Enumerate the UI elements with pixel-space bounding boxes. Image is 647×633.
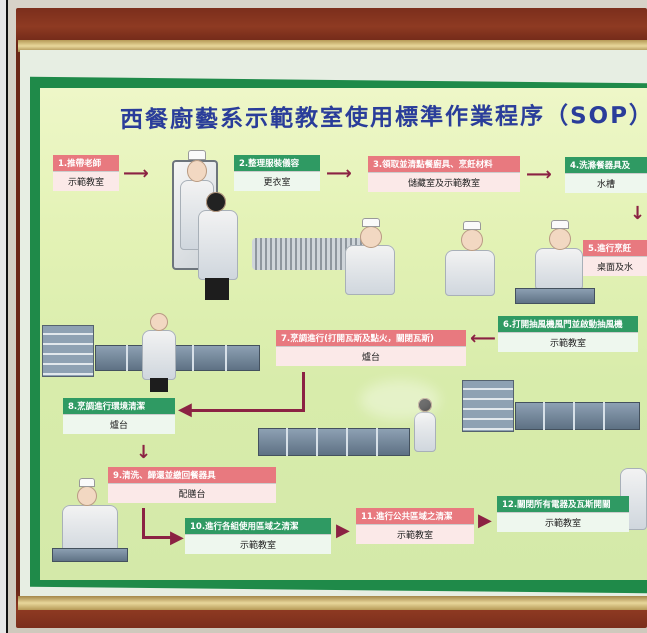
arrow-down-icon: ↓: [630, 203, 646, 224]
poster-title: 西餐廚藝系示範教室使用標準作業程序（SOP）: [119, 102, 647, 134]
connector-line: [302, 372, 305, 412]
chef-head: [418, 398, 432, 412]
step-4: 4.洗滌餐器具及 水槽: [565, 157, 647, 193]
step-7-label: 7.烹調進行(打開瓦斯及點火，關閉瓦斯): [276, 330, 466, 346]
step-10-location: 示範教室: [185, 534, 331, 554]
chef-hat: [79, 478, 95, 487]
chef-hat: [362, 218, 380, 227]
step-9-location: 配膳台: [108, 483, 276, 503]
sink-counter: [515, 288, 595, 304]
step-3: 3.領取並清點餐廚具、烹飪材料 儲藏室及示範教室: [368, 156, 520, 192]
step-5-label: 5.進行烹飪: [583, 240, 647, 256]
chef-head: [549, 228, 571, 250]
chef-hat: [188, 150, 206, 160]
step-2: 2.整理服裝儀容 更衣室: [234, 155, 320, 191]
student-legs: [205, 278, 229, 300]
step-10-label: 10.進行各組使用區域之清潔: [185, 518, 331, 534]
step-7: 7.烹調進行(打開瓦斯及點火，關閉瓦斯) 爐台: [276, 330, 466, 366]
shelf-illustration: [462, 380, 514, 432]
step-4-label: 4.洗滌餐器具及: [565, 157, 647, 173]
step-6: 6.打開抽風機風門並啟動抽風機 示範教室: [498, 316, 638, 352]
frame-gold-trim-bottom: [18, 596, 647, 610]
student-head: [206, 192, 226, 212]
counter-illustration: [95, 345, 260, 371]
left-border-line: [6, 0, 8, 633]
chef-head: [187, 160, 207, 182]
step-7-location: 爐台: [276, 346, 466, 366]
step-1-location: 示範教室: [53, 171, 119, 191]
arrow-right-icon: ⟶: [326, 163, 352, 184]
step-2-label: 2.整理服裝儀容: [234, 155, 320, 171]
chef-figure: [62, 505, 118, 555]
step-8: 8.烹調進行環境清潔 爐台: [63, 398, 175, 434]
chef-figure: [142, 330, 176, 380]
step-11: 11.進行公共區域之清潔 示範教室: [356, 508, 474, 544]
arrow-right-icon: ⟶: [526, 164, 552, 185]
arrow-left-icon: ◀: [178, 399, 192, 420]
chef-hat: [551, 220, 569, 229]
step-5: 5.進行烹飪 桌面及水: [583, 240, 647, 276]
arrow-right-icon: ▶: [478, 510, 492, 531]
camera-flash-glare: [360, 380, 440, 420]
chef-figure: [445, 250, 495, 296]
chef-head: [77, 486, 97, 506]
chef-hat: [463, 221, 481, 230]
arrow-right-icon: ▶: [336, 520, 350, 541]
step-2-location: 更衣室: [234, 171, 320, 191]
step-3-location: 儲藏室及示範教室: [368, 172, 520, 192]
step-9: 9.清洗、歸還並繳回餐器具 配膳台: [108, 467, 276, 503]
step-8-location: 爐台: [63, 414, 175, 434]
step-9-label: 9.清洗、歸還並繳回餐器具: [108, 467, 276, 483]
serving-table: [52, 548, 128, 562]
arrow-right-icon: ⟶: [123, 163, 149, 184]
chef-figure: [414, 412, 436, 452]
chef-head: [461, 229, 483, 251]
chef-head: [150, 313, 168, 331]
arrow-left-icon: ⟵: [470, 328, 496, 349]
stove-counter: [258, 428, 410, 456]
step-11-label: 11.進行公共區域之清潔: [356, 508, 474, 524]
step-3-label: 3.領取並清點餐廚具、烹飪材料: [368, 156, 520, 172]
shelf-illustration: [42, 325, 94, 377]
student-figure: [198, 210, 238, 280]
connector-line: [142, 508, 145, 538]
step-4-location: 水槽: [565, 173, 647, 193]
chef-legs: [150, 378, 168, 392]
chef-figure: [535, 248, 583, 290]
step-1: 1.推帶老師 示範教室: [53, 155, 119, 191]
chef-figure: [345, 245, 395, 295]
step-1-label: 1.推帶老師: [53, 155, 119, 171]
step-6-label: 6.打開抽風機風門並啟動抽風機: [498, 316, 638, 332]
frame-gold-trim-top: [18, 40, 647, 52]
step-11-location: 示範教室: [356, 524, 474, 544]
step-6-location: 示範教室: [498, 332, 638, 352]
step-10: 10.進行各組使用區域之清潔 示範教室: [185, 518, 331, 554]
step-5-location: 桌面及水: [583, 256, 647, 276]
step-12: 12.關閉所有電器及瓦斯開關 示範教室: [497, 496, 629, 532]
arrow-right-icon: ▶: [170, 527, 184, 548]
connector-line: [142, 536, 172, 539]
step-8-label: 8.烹調進行環境清潔: [63, 398, 175, 414]
chef-head: [360, 226, 382, 248]
arrow-down-icon: ↓: [136, 442, 152, 463]
step-12-location: 示範教室: [497, 512, 629, 532]
step-12-label: 12.關閉所有電器及瓦斯開關: [497, 496, 629, 512]
connector-line: [190, 409, 305, 412]
counter-illustration: [515, 402, 640, 430]
